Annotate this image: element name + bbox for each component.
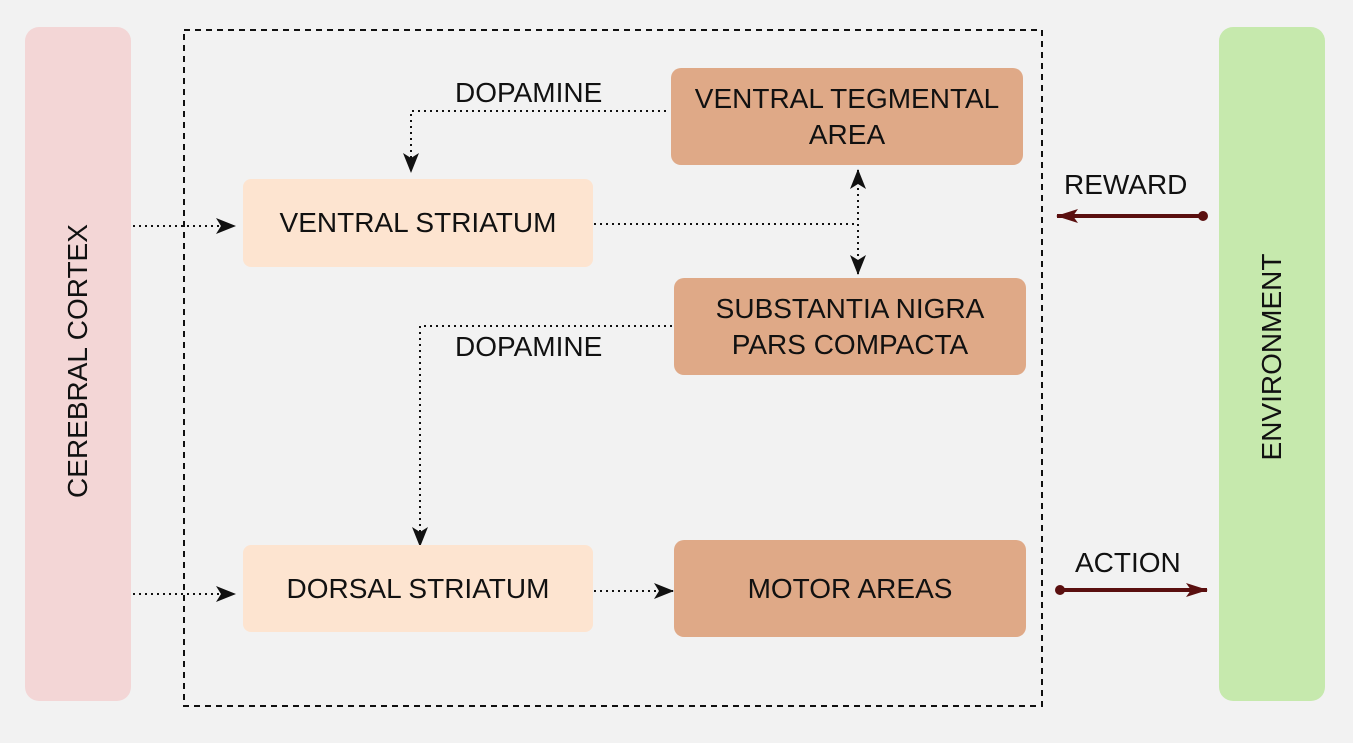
node-ventral-striatum: VENTRAL STRIATUM	[243, 179, 593, 267]
reward-arrow-origin	[1198, 211, 1208, 221]
basal-ganglia-boundary	[183, 29, 1043, 707]
node-ventral-striatum-label: VENTRAL STRIATUM	[279, 207, 557, 238]
environment-panel	[1219, 27, 1325, 701]
edge-vta-dopamine	[403, 110, 666, 173]
node-dorsal-striatum-label: DORSAL STRIATUM	[286, 572, 550, 604]
cerebral-cortex-panel	[25, 27, 131, 701]
node-vta-line2: AREA	[808, 118, 886, 150]
node-ventral-tegmental-area: VENTRAL TEGMENTAL AREA	[671, 68, 1023, 165]
node-substantia-nigra: SUBSTANTIA NIGRA PARS COMPACTA	[674, 278, 1026, 375]
reward-label: REWARD	[1064, 169, 1188, 200]
node-motor-areas: MOTOR AREAS	[674, 540, 1026, 637]
dopamine-label-bottom: DOPAMINE	[455, 331, 603, 362]
node-snpc-line1: SUBSTANTIA NIGRA	[715, 292, 985, 324]
node-snpc-line2: PARS COMPACTA	[731, 328, 969, 360]
node-vta-line1: VENTRAL TEGMENTAL	[694, 82, 1000, 114]
dopamine-label-top: DOPAMINE	[455, 77, 603, 108]
action-arrow-origin	[1055, 585, 1065, 595]
action-label: ACTION	[1075, 547, 1181, 578]
node-motor-areas-label: MOTOR AREAS	[747, 572, 953, 604]
edge-snpc-dopamine	[412, 325, 672, 547]
node-dorsal-striatum: DORSAL STRIATUM	[243, 545, 593, 632]
